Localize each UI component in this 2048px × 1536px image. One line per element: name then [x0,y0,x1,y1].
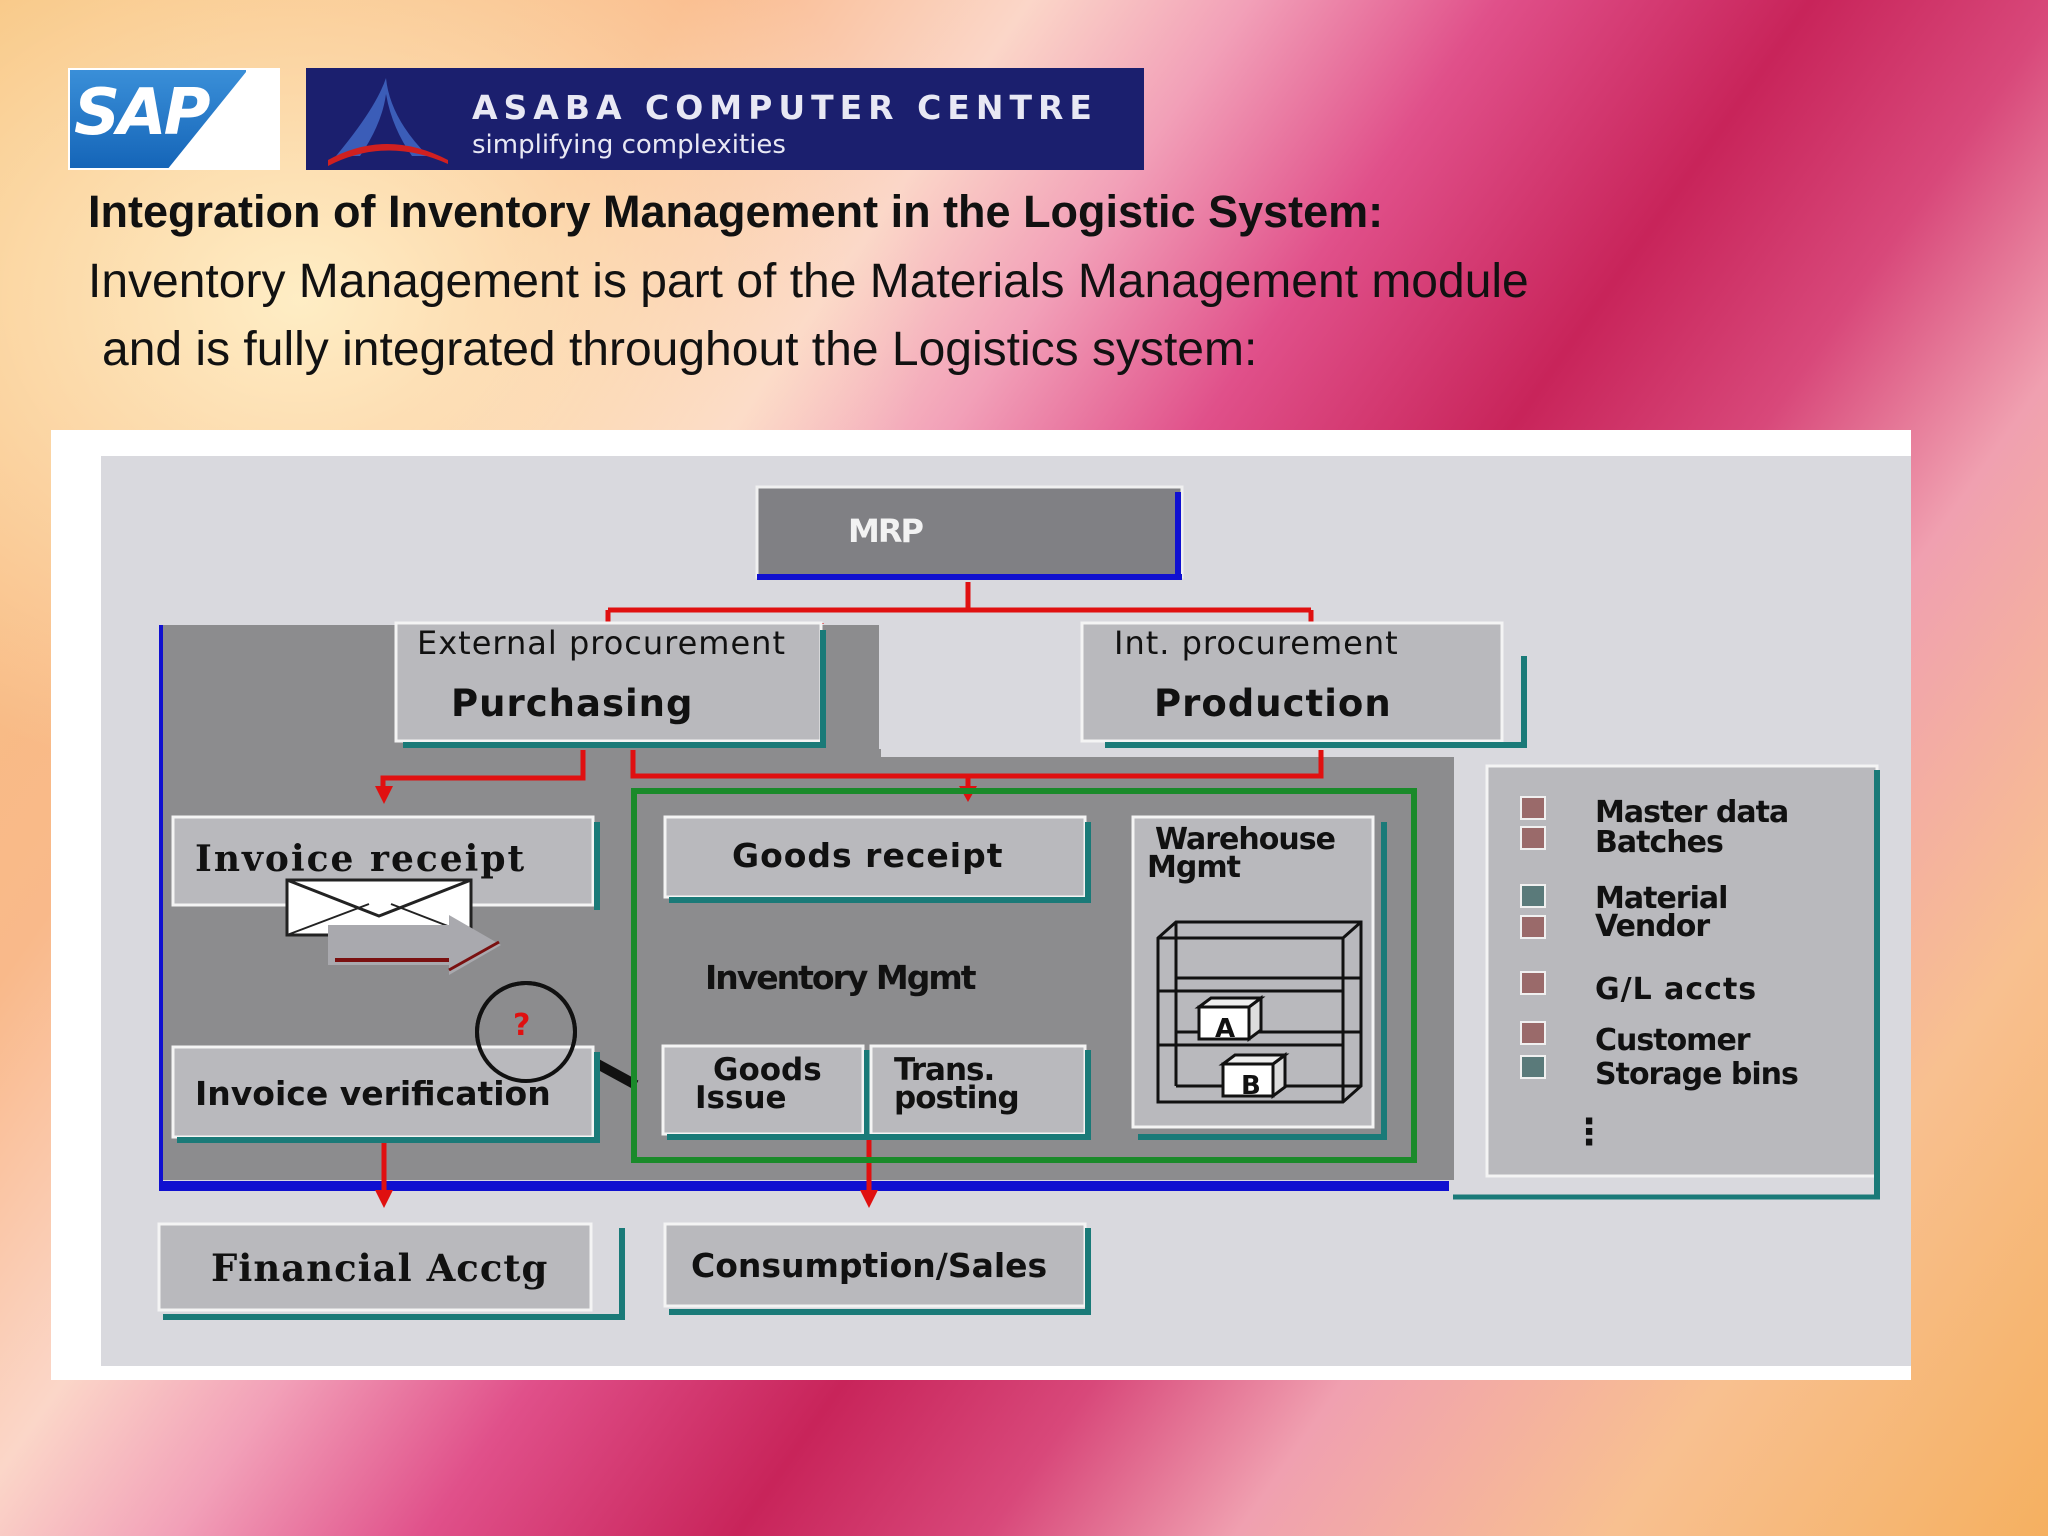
sap-logo: SAP [68,68,280,170]
centre-name: ASABA COMPUTER CENTRE [472,88,1098,127]
intro-line-1: Inventory Management is part of the Mate… [88,255,1529,308]
centre-emblem-icon [328,78,448,166]
invoice-receipt-label: Invoice receipt [195,838,527,880]
list-item: Customer [1595,1023,1751,1058]
list-item: Master data [1595,795,1789,830]
invoice-verification-label: Invoice verification [195,1074,551,1113]
asaba-computer-centre-logo: ASABA COMPUTER CENTRE simplifying comple… [306,68,1144,170]
internal-procurement-label: Int. procurement [1114,624,1399,662]
list-item: G/L accts [1595,972,1758,1007]
bin-a-icon [1194,995,1266,1042]
document-arrow-icon [328,915,501,975]
consumption-sales-label: Consumption/Sales [691,1246,1048,1285]
production-box [1080,621,1504,743]
mrp-label: MRP [848,512,924,550]
mrp-box [755,485,1184,579]
sap-logo-text: SAP [74,76,211,150]
list-item: Material [1595,881,1728,916]
list-item: Batches [1595,825,1724,860]
goods-receipt-label: Goods receipt [732,836,1004,875]
master-data-list-3: G/L accts [1595,972,1757,1007]
diagram-panel: MRP External procurement Purchasing Int.… [51,430,1911,1380]
bin-b-label: B [1241,1071,1261,1101]
external-procurement-label: External procurement [417,624,786,662]
slide-heading: Integration of Inventory Management in t… [88,186,1384,237]
bin-a-label: A [1215,1014,1236,1044]
financial-acctg-label: Financial Acctg [211,1246,549,1290]
production-label: Production [1154,682,1392,725]
master-data-panel [1485,764,1879,1178]
consumption-sales-box [663,1222,1087,1308]
checkbox-icons [1520,796,1546,1079]
financial-acctg-box [157,1222,593,1312]
purchasing-label: Purchasing [451,682,694,725]
list-item: Storage bins [1595,1057,1799,1092]
goods-receipt-box [663,815,1087,899]
more-items-icon: ⋮ [1571,1112,1607,1153]
question-mark-icon: ? [513,1008,531,1043]
goods-issue-box [661,1044,865,1136]
intro-line-2: and is fully integrated throughout the L… [102,323,1258,376]
inventory-frame [631,788,1417,1163]
trans-posting-label: Trans.posting [894,1052,1020,1116]
trans-posting-box [869,1044,1087,1136]
bin-b-icon [1218,1052,1290,1099]
list-item: Vendor [1595,909,1710,944]
diagram-graphics [101,456,1911,1366]
centre-tagline: simplifying complexities [472,130,786,160]
inventory-mgmt-label: Inventory Mgmt [705,958,976,997]
